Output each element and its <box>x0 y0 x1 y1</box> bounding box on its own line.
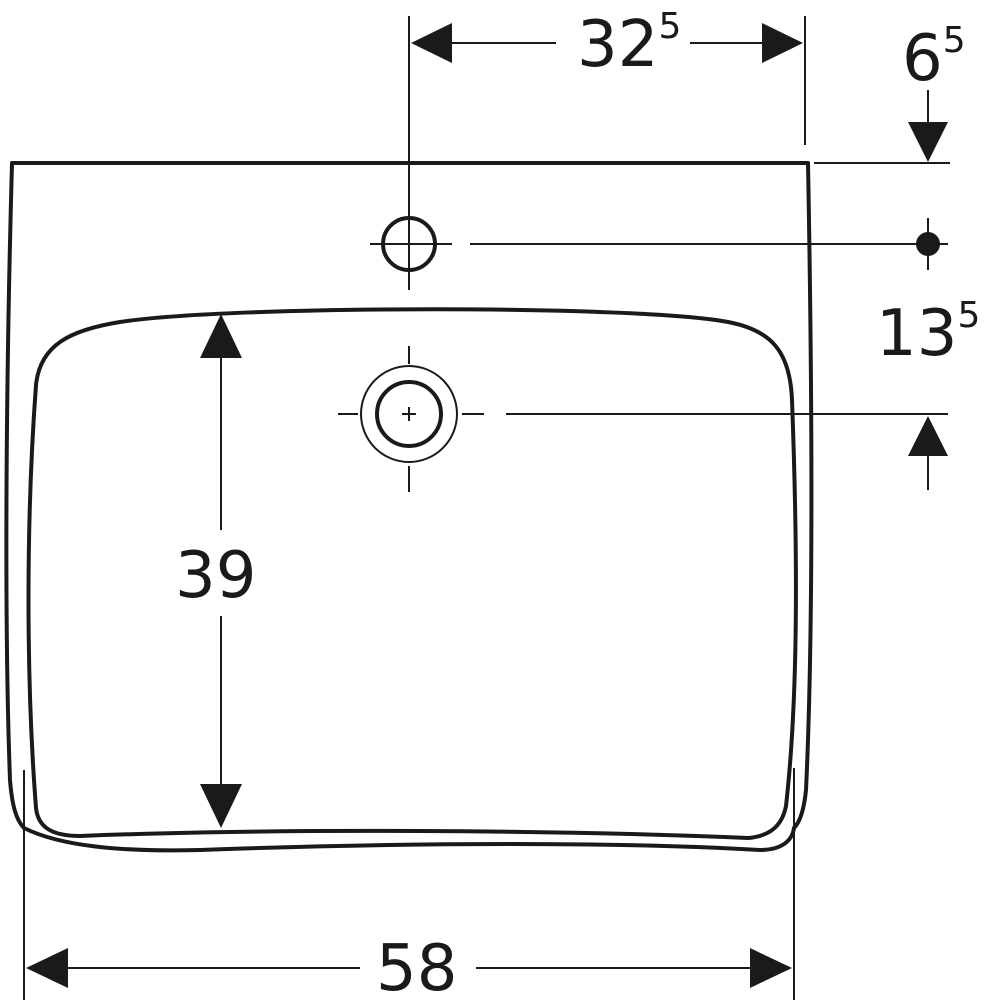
hole-spacing-label: 135 <box>876 295 980 371</box>
drain <box>338 346 948 492</box>
bowl-outline <box>26 307 798 840</box>
dimension-overall-width: 58 <box>23 768 795 1000</box>
overall-width-arrow-left <box>26 948 68 988</box>
drain-outer-ring <box>360 365 458 463</box>
top-width-arrow-right <box>762 23 803 63</box>
basin-depth-arrow-bottom <box>200 784 242 828</box>
basin-front-rim <box>22 826 796 853</box>
hole-spacing-arrow <box>908 416 948 456</box>
overall-width-label: 58 <box>376 932 457 1000</box>
drain-inner-ring <box>375 380 443 448</box>
tap-hole <box>370 16 948 290</box>
basin-outline <box>4 161 814 830</box>
top-offset-arrow <box>908 122 948 162</box>
dimension-hole-spacing: 135 <box>876 218 980 490</box>
hole-spacing-marker-dot <box>916 232 940 256</box>
dimension-basin-depth: 39 <box>175 314 256 828</box>
basin-depth-arrow-top <box>200 314 242 358</box>
overall-width-arrow-right <box>750 948 792 988</box>
top-width-arrow-left <box>411 23 452 63</box>
dimension-top-width: 325 <box>411 6 806 145</box>
dimension-top-offset: 65 <box>814 20 966 164</box>
basin-depth-label: 39 <box>175 539 256 613</box>
top-width-label: 325 <box>577 6 681 82</box>
top-offset-label: 65 <box>902 20 966 96</box>
